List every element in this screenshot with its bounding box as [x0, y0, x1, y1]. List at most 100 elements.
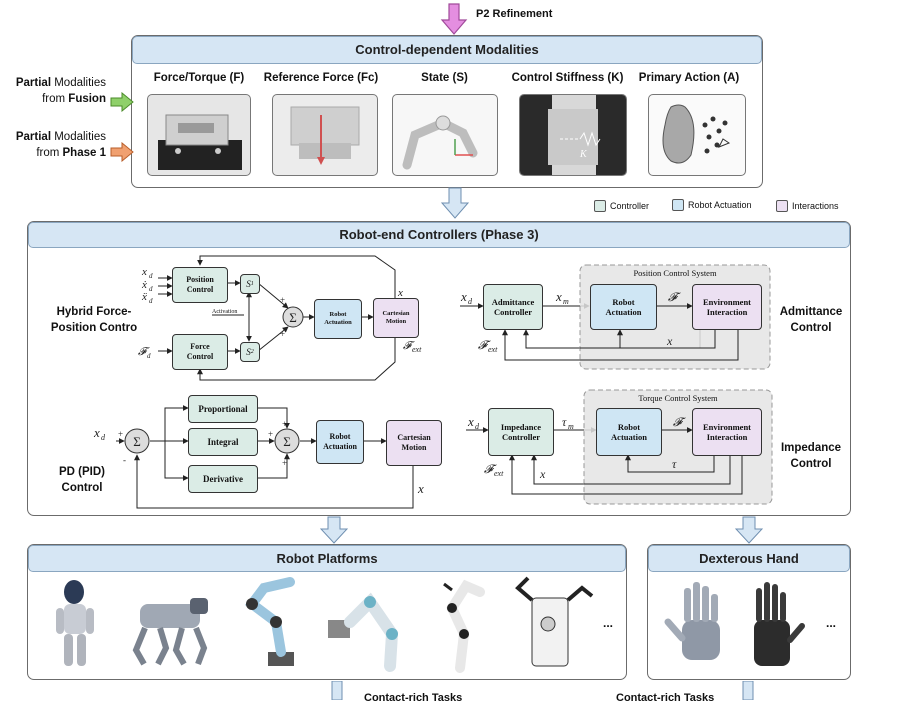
pid-robot-actuation: Robot Actuation — [316, 420, 364, 464]
svg-text:x: x — [397, 287, 403, 299]
svg-text:d: d — [468, 297, 473, 306]
svg-text:Σ: Σ — [133, 434, 141, 449]
ur-arm-icon — [245, 577, 295, 666]
admittance-environment-interaction: Environment Interaction — [692, 284, 762, 330]
svg-text:d: d — [101, 433, 106, 442]
svg-text:x: x — [417, 481, 424, 496]
pid-cartesian-motion: Cartesian Motion — [386, 420, 442, 466]
hybrid-force-control: Force Control — [172, 334, 228, 370]
p2-refinement-label: P2 Refinement — [476, 8, 553, 20]
impedance-controller: Impedance Controller — [488, 408, 554, 456]
robot-platforms-title: Robot Platforms — [28, 545, 626, 572]
hybrid-label: Hybrid Force- Position Contro — [50, 306, 138, 334]
svg-text:m: m — [563, 297, 569, 306]
phase1-modalities-label: Partial Modalities from Phase 1 — [15, 131, 106, 159]
modality-label-state: State (S) — [421, 72, 468, 84]
hybrid-cartesian-motion: Cartesian Motion — [373, 298, 419, 338]
black-hand-icon — [754, 582, 805, 666]
legend-interactions: Interactions — [776, 200, 839, 212]
down-arrow-platforms — [320, 516, 348, 544]
pid-integral: Integral — [188, 428, 258, 456]
svg-text:x: x — [555, 289, 562, 304]
bottom-arrow-right — [742, 681, 754, 700]
p2-refinement-arrow — [440, 3, 468, 35]
admittance-robot-actuation: Robot Actuation — [590, 284, 657, 330]
bottom-label-left: Contact-rich Tasks — [364, 692, 463, 704]
modality-label-force-torque: Force/Torque (F) — [153, 72, 245, 84]
svg-text:x: x — [141, 266, 147, 278]
hybrid-robot-actuation: Robot Actuation — [314, 299, 362, 339]
mobile-manipulator-icon — [515, 576, 594, 667]
svg-text:d: d — [149, 297, 153, 305]
svg-text:x: x — [467, 414, 474, 429]
bottom-arrow-left — [331, 681, 343, 700]
collaborative-arm-icon — [328, 592, 399, 672]
svg-text:ext: ext — [412, 345, 422, 354]
fusion-arrow — [110, 92, 134, 112]
down-arrow-modalities — [441, 187, 469, 219]
admittance-label: Admittance Control — [779, 306, 843, 334]
svg-text:ẋ: ẋ — [141, 279, 147, 291]
pid-derivative: Derivative — [188, 465, 258, 493]
panda-arm-icon — [443, 579, 485, 673]
svg-text:Σ: Σ — [289, 310, 297, 325]
svg-text:Σ: Σ — [283, 434, 291, 449]
primary-action-image — [648, 94, 746, 176]
quadruped-robot-icon — [132, 598, 208, 666]
impedance-robot-actuation: Robot Actuation — [596, 408, 662, 456]
legend-controller: Controller — [594, 200, 649, 212]
svg-text:d: d — [475, 422, 480, 431]
hand-ellipsis: ... — [826, 616, 837, 630]
svg-text:+: + — [282, 458, 287, 468]
pid-label: PD (PID) Control — [59, 466, 105, 494]
dexterous-hand-title: Dexterous Hand — [648, 545, 850, 572]
modality-label-reference-force: Reference Force (Fc) — [263, 72, 379, 84]
admittance-controller: Admittance Controller — [483, 284, 543, 330]
force-torque-image — [147, 94, 251, 176]
state-image — [392, 94, 498, 176]
robot-platforms-images — [56, 576, 594, 673]
svg-text:-: - — [123, 455, 126, 465]
reference-force-image — [272, 94, 378, 176]
svg-text:d: d — [149, 272, 153, 280]
svg-text:ẍ: ẍ — [141, 291, 147, 303]
svg-text:τ: τ — [672, 457, 677, 471]
svg-text:+: + — [280, 329, 285, 339]
pid-proportional: Proportional — [188, 395, 258, 423]
bottom-label-right: Contact-rich Tasks — [616, 692, 715, 704]
svg-text:+: + — [118, 429, 123, 439]
svg-text:d: d — [149, 285, 153, 293]
platforms-ellipsis: ... — [603, 616, 614, 630]
svg-text:+: + — [268, 429, 273, 439]
modality-label-primary-action: Primary Action (A) — [638, 72, 740, 84]
phase1-arrow — [110, 142, 134, 162]
hybrid-activation: Activation — [212, 309, 238, 315]
silver-hand-icon — [664, 582, 720, 660]
svg-text:x: x — [460, 289, 467, 304]
svg-text:ext: ext — [494, 469, 504, 478]
hybrid-position-control: Position Control — [172, 267, 228, 303]
svg-text:+: + — [282, 419, 287, 429]
svg-text:τ: τ — [562, 415, 567, 429]
modalities-title: Control-dependent Modalities — [132, 36, 762, 64]
controllers-title: Robot-end Controllers (Phase 3) — [28, 222, 850, 248]
impedance-label: Impedance Control — [780, 442, 842, 470]
down-arrow-hand — [735, 516, 763, 544]
modality-label-control-stiffness: Control Stiffness (K) — [511, 72, 624, 84]
legend-robot-actuation: Robot Actuation — [672, 199, 752, 211]
svg-text:m: m — [568, 422, 574, 431]
humanoid-robot-icon — [56, 580, 94, 666]
svg-text:x: x — [539, 467, 546, 481]
svg-text:+: + — [280, 295, 285, 305]
svg-text:x: x — [93, 425, 100, 440]
torque-control-system-title: Torque Control System — [638, 393, 718, 403]
fusion-modalities-label: Partial Modalities from Fusion — [15, 77, 106, 105]
position-control-system-title: Position Control System — [633, 268, 717, 278]
control-stiffness-image: K — [519, 94, 627, 176]
svg-text:x: x — [666, 334, 673, 348]
svg-text:d: d — [147, 352, 151, 360]
svg-text:ext: ext — [488, 345, 498, 354]
svg-text:K: K — [579, 149, 588, 160]
